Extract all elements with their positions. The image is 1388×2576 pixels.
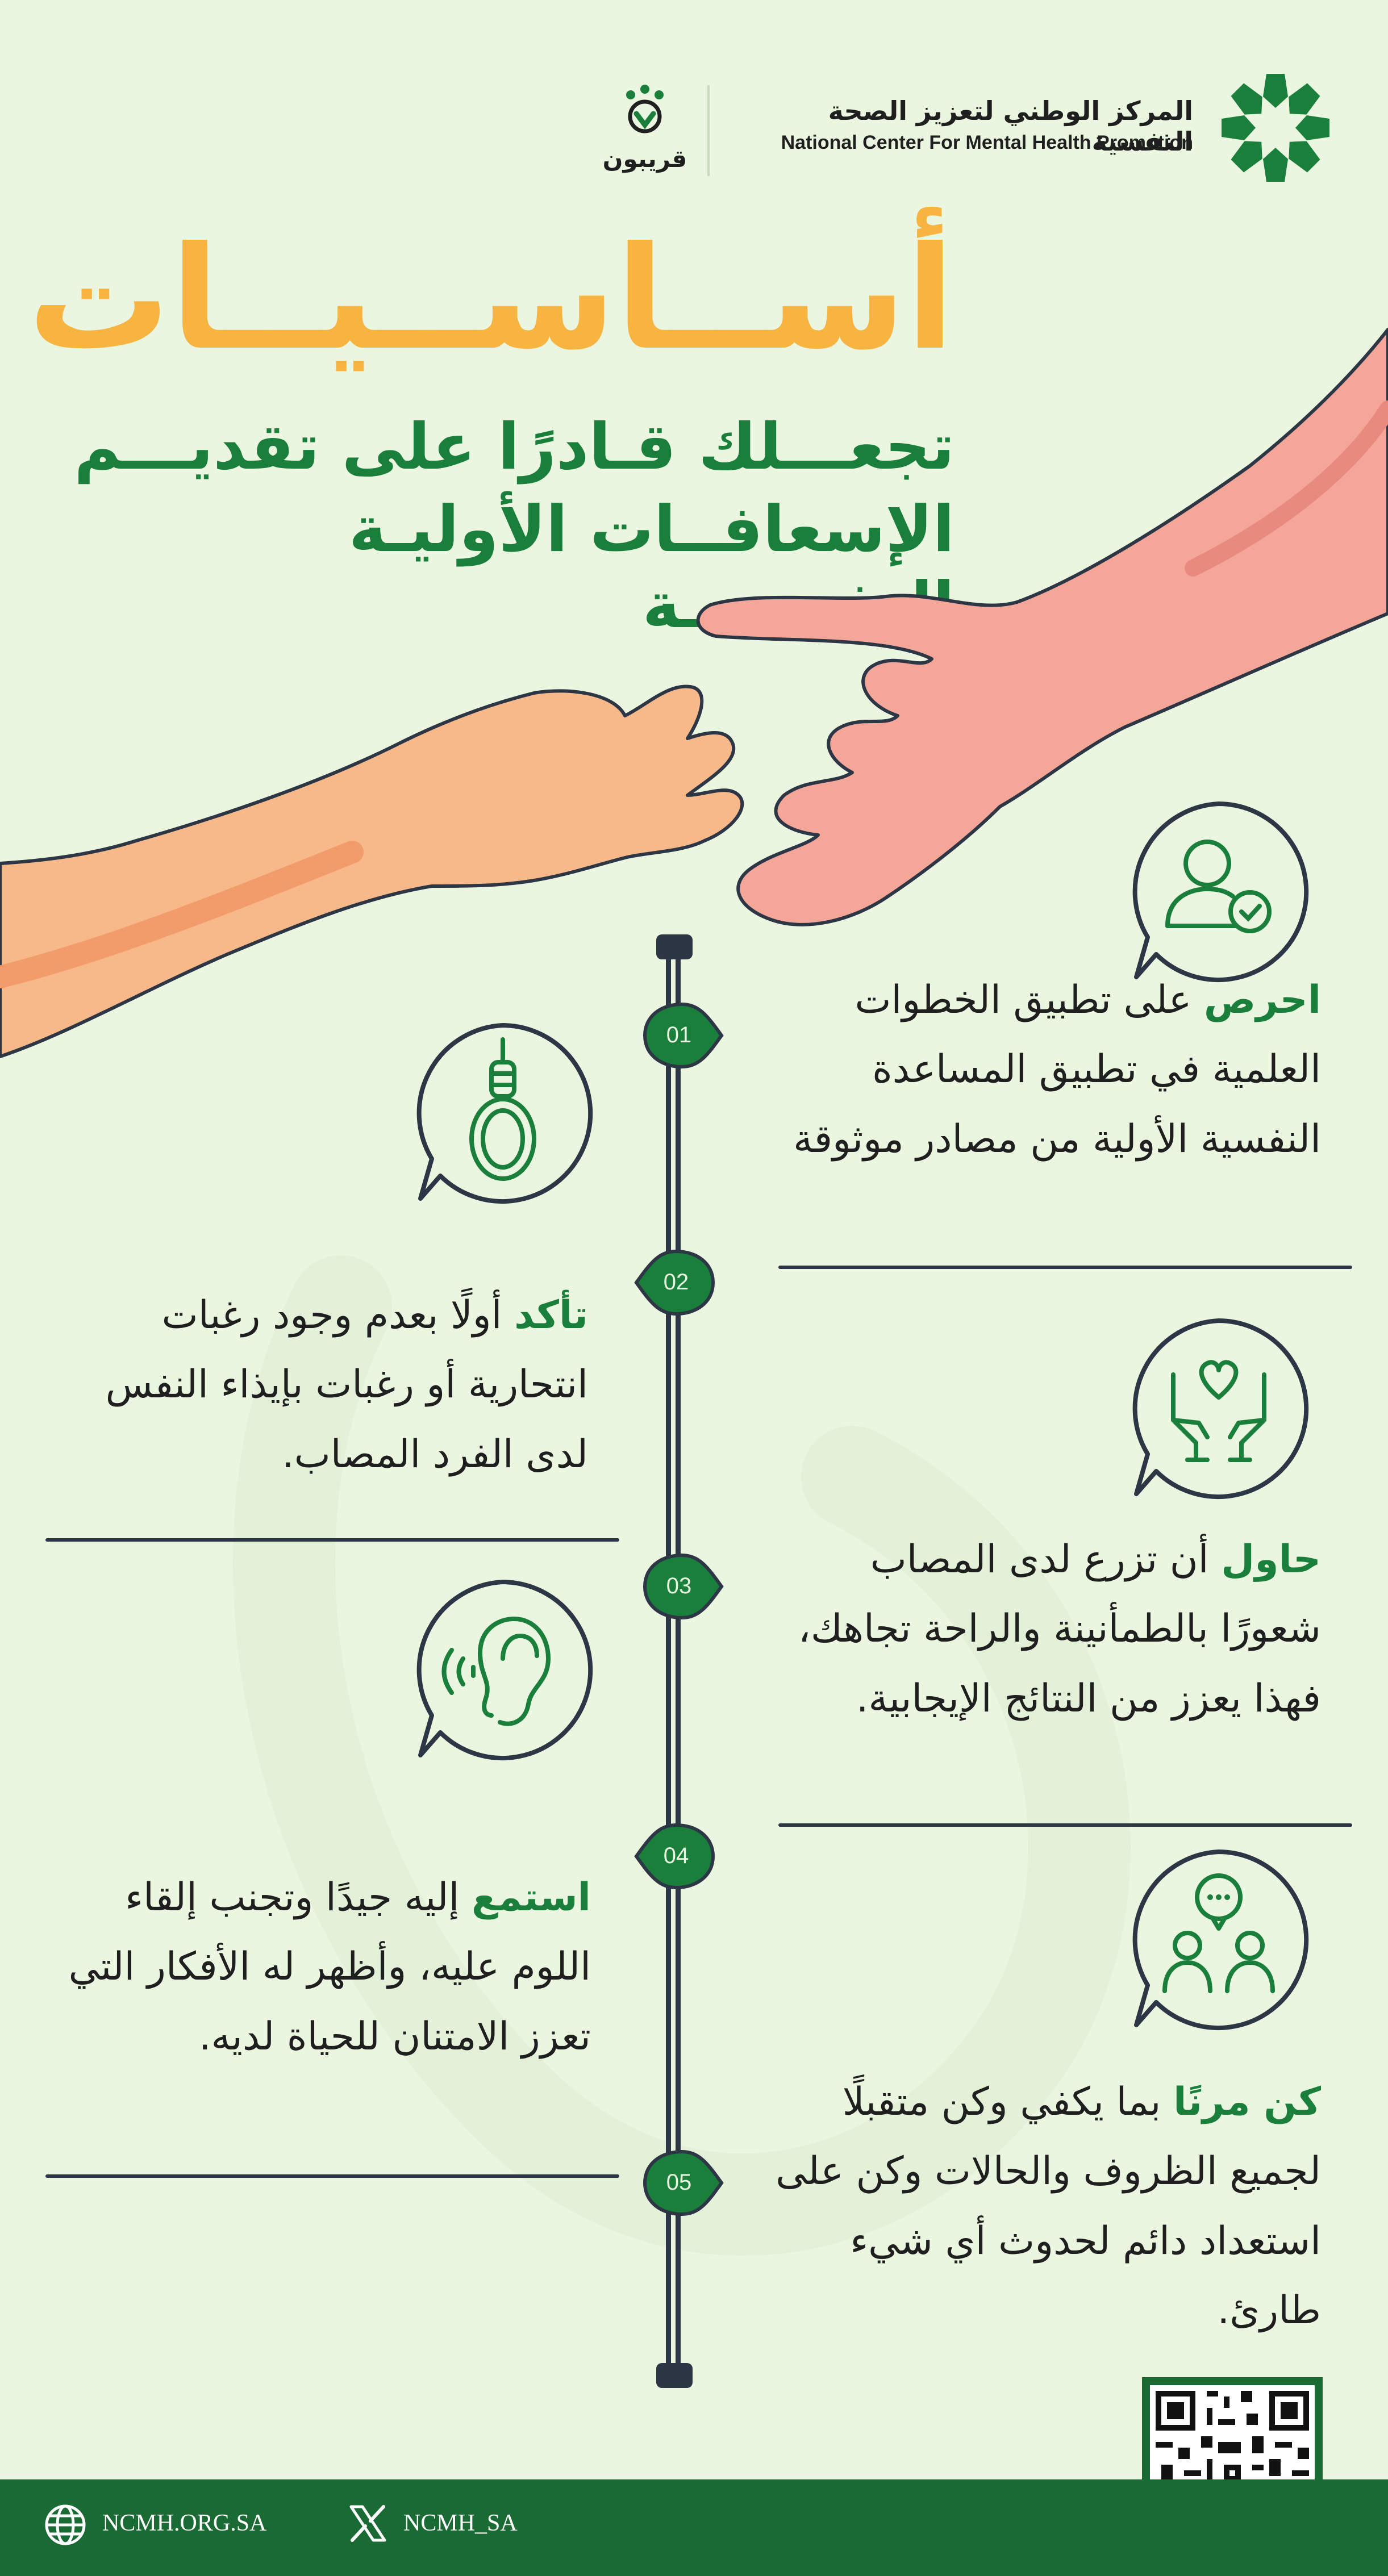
step-keyword-04: استمع <box>472 1875 591 1920</box>
hands-heart-icon <box>1132 1318 1309 1499</box>
qaribun-label: قريبون <box>602 145 687 173</box>
ncmh-logo <box>1210 62 1341 193</box>
noose-icon <box>416 1023 593 1204</box>
step-body-01: على تطبيق الخطوات العلمية في تطبيق المسا… <box>793 978 1321 1162</box>
header-divider <box>707 85 710 176</box>
step-node-04 <box>634 1823 715 1890</box>
page-title: أســاســيــات <box>27 216 954 381</box>
globe-icon <box>45 2504 86 2545</box>
step-text-05: كن مرنًا بما يكفي وكن متقبلًا لجميع الظر… <box>770 2068 1321 2346</box>
qaribun-logo <box>602 82 687 145</box>
x-twitter-icon <box>349 2505 386 2542</box>
step-text-01: احرص على تطبيق الخطوات العلمية في تطبيق … <box>776 966 1321 1174</box>
step-body-04: إليه جيدًا وتجنب إلقاء اللوم عليه، وأظهر… <box>68 1875 591 2059</box>
step-node-03 <box>643 1553 724 1620</box>
step-separator-03 <box>778 1823 1352 1827</box>
page-subtitle-line1: تجعـــلك قـادرًا على تقديـــم <box>74 410 954 484</box>
step-body-05: بما يكفي وكن متقبلًا لجميع الظروف والحال… <box>776 2080 1321 2333</box>
step-text-02: تأكد أولًا بعدم وجود رغبات انتحارية أو ر… <box>60 1281 588 1489</box>
verified-person-icon <box>1132 801 1309 982</box>
step-number-01: 01 <box>666 1022 692 1047</box>
step-node-01 <box>643 1002 724 1069</box>
step-number-05: 05 <box>666 2170 692 2195</box>
org-name-arabic: المركز الوطني لتعزيز الصحة النفسية <box>828 95 1193 157</box>
footer-bar <box>0 2479 1388 2576</box>
people-chat-icon <box>1132 1849 1309 2030</box>
step-keyword-05: كن مرنًا <box>1173 2080 1321 2124</box>
timeline-rope-highlight <box>671 943 676 2380</box>
step-body-03: أن تزرع لدى المصاب شعورًا بالطمأنينة وال… <box>798 1537 1321 1721</box>
step-node-05 <box>643 2149 724 2216</box>
rope-bottom-cap <box>656 2363 693 2388</box>
step-node-02 <box>634 1249 715 1316</box>
step-keyword-01: احرص <box>1203 978 1321 1022</box>
step-number-03: 03 <box>666 1573 692 1598</box>
twitter-handle-link[interactable]: NCMH_SA <box>403 2510 518 2536</box>
step-text-03: حاول أن تزرع لدى المصاب شعورًا بالطمأنين… <box>770 1525 1321 1734</box>
step-separator-01 <box>778 1266 1352 1269</box>
step-text-04: استمع إليه جيدًا وتجنب إلقاء اللوم عليه،… <box>57 1863 591 2072</box>
org-name-english: National Center For Mental Health Promot… <box>781 132 1193 153</box>
website-link[interactable]: NCMH.ORG.SA <box>102 2510 267 2536</box>
step-separator-02 <box>45 1538 619 1542</box>
hands-illustration <box>0 328 1388 1058</box>
step-number-02: 02 <box>663 1270 689 1295</box>
step-body-02: أولًا بعدم وجود رغبات انتحارية أو رغبات … <box>105 1293 588 1477</box>
step-separator-04 <box>45 2174 619 2178</box>
step-number-04: 04 <box>663 1843 689 1868</box>
ear-icon <box>416 1580 593 1760</box>
rope-top-cap <box>656 934 693 959</box>
step-keyword-02: تأكد <box>514 1293 588 1338</box>
step-keyword-03: حاول <box>1221 1537 1321 1582</box>
ncmh-logo-icon <box>1222 74 1329 182</box>
watermark-ribbon <box>233 1255 1131 2256</box>
qaribun-logo-icon <box>626 85 664 133</box>
